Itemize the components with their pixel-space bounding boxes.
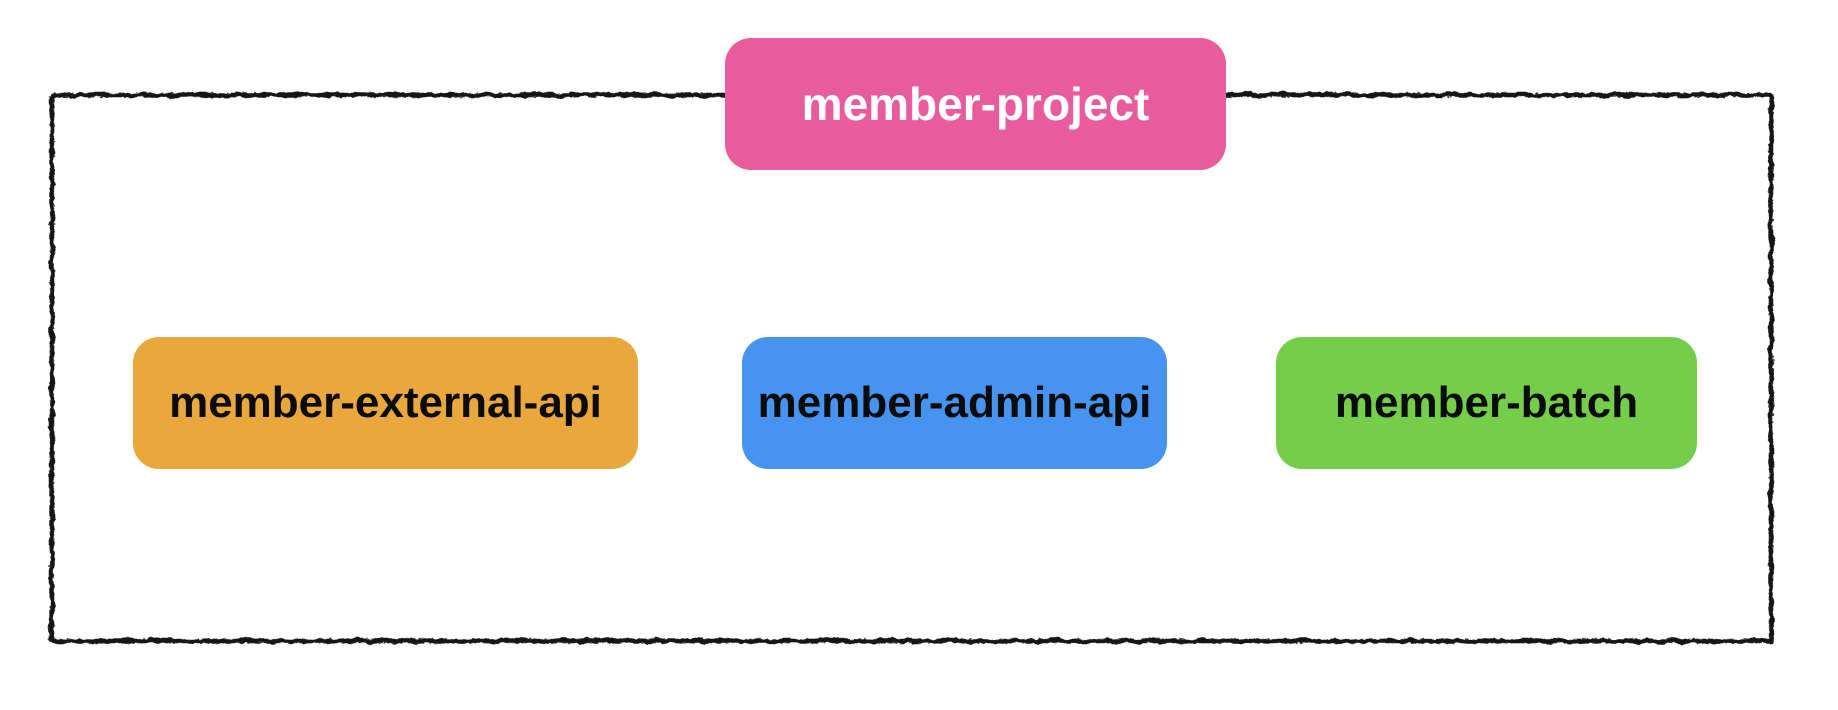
node-member-batch-label: member-batch <box>1334 378 1639 427</box>
node-member-admin-api-label: member-admin-api <box>757 378 1152 427</box>
node-member-external-api-label: member-external-api <box>169 378 602 427</box>
node-member-project-label: member-project <box>801 78 1150 130</box>
node-member-batch: member-batch <box>1276 337 1697 469</box>
node-member-admin-api: member-admin-api <box>742 337 1167 469</box>
node-member-project: member-project <box>725 38 1226 170</box>
node-member-external-api: member-external-api <box>133 337 638 469</box>
